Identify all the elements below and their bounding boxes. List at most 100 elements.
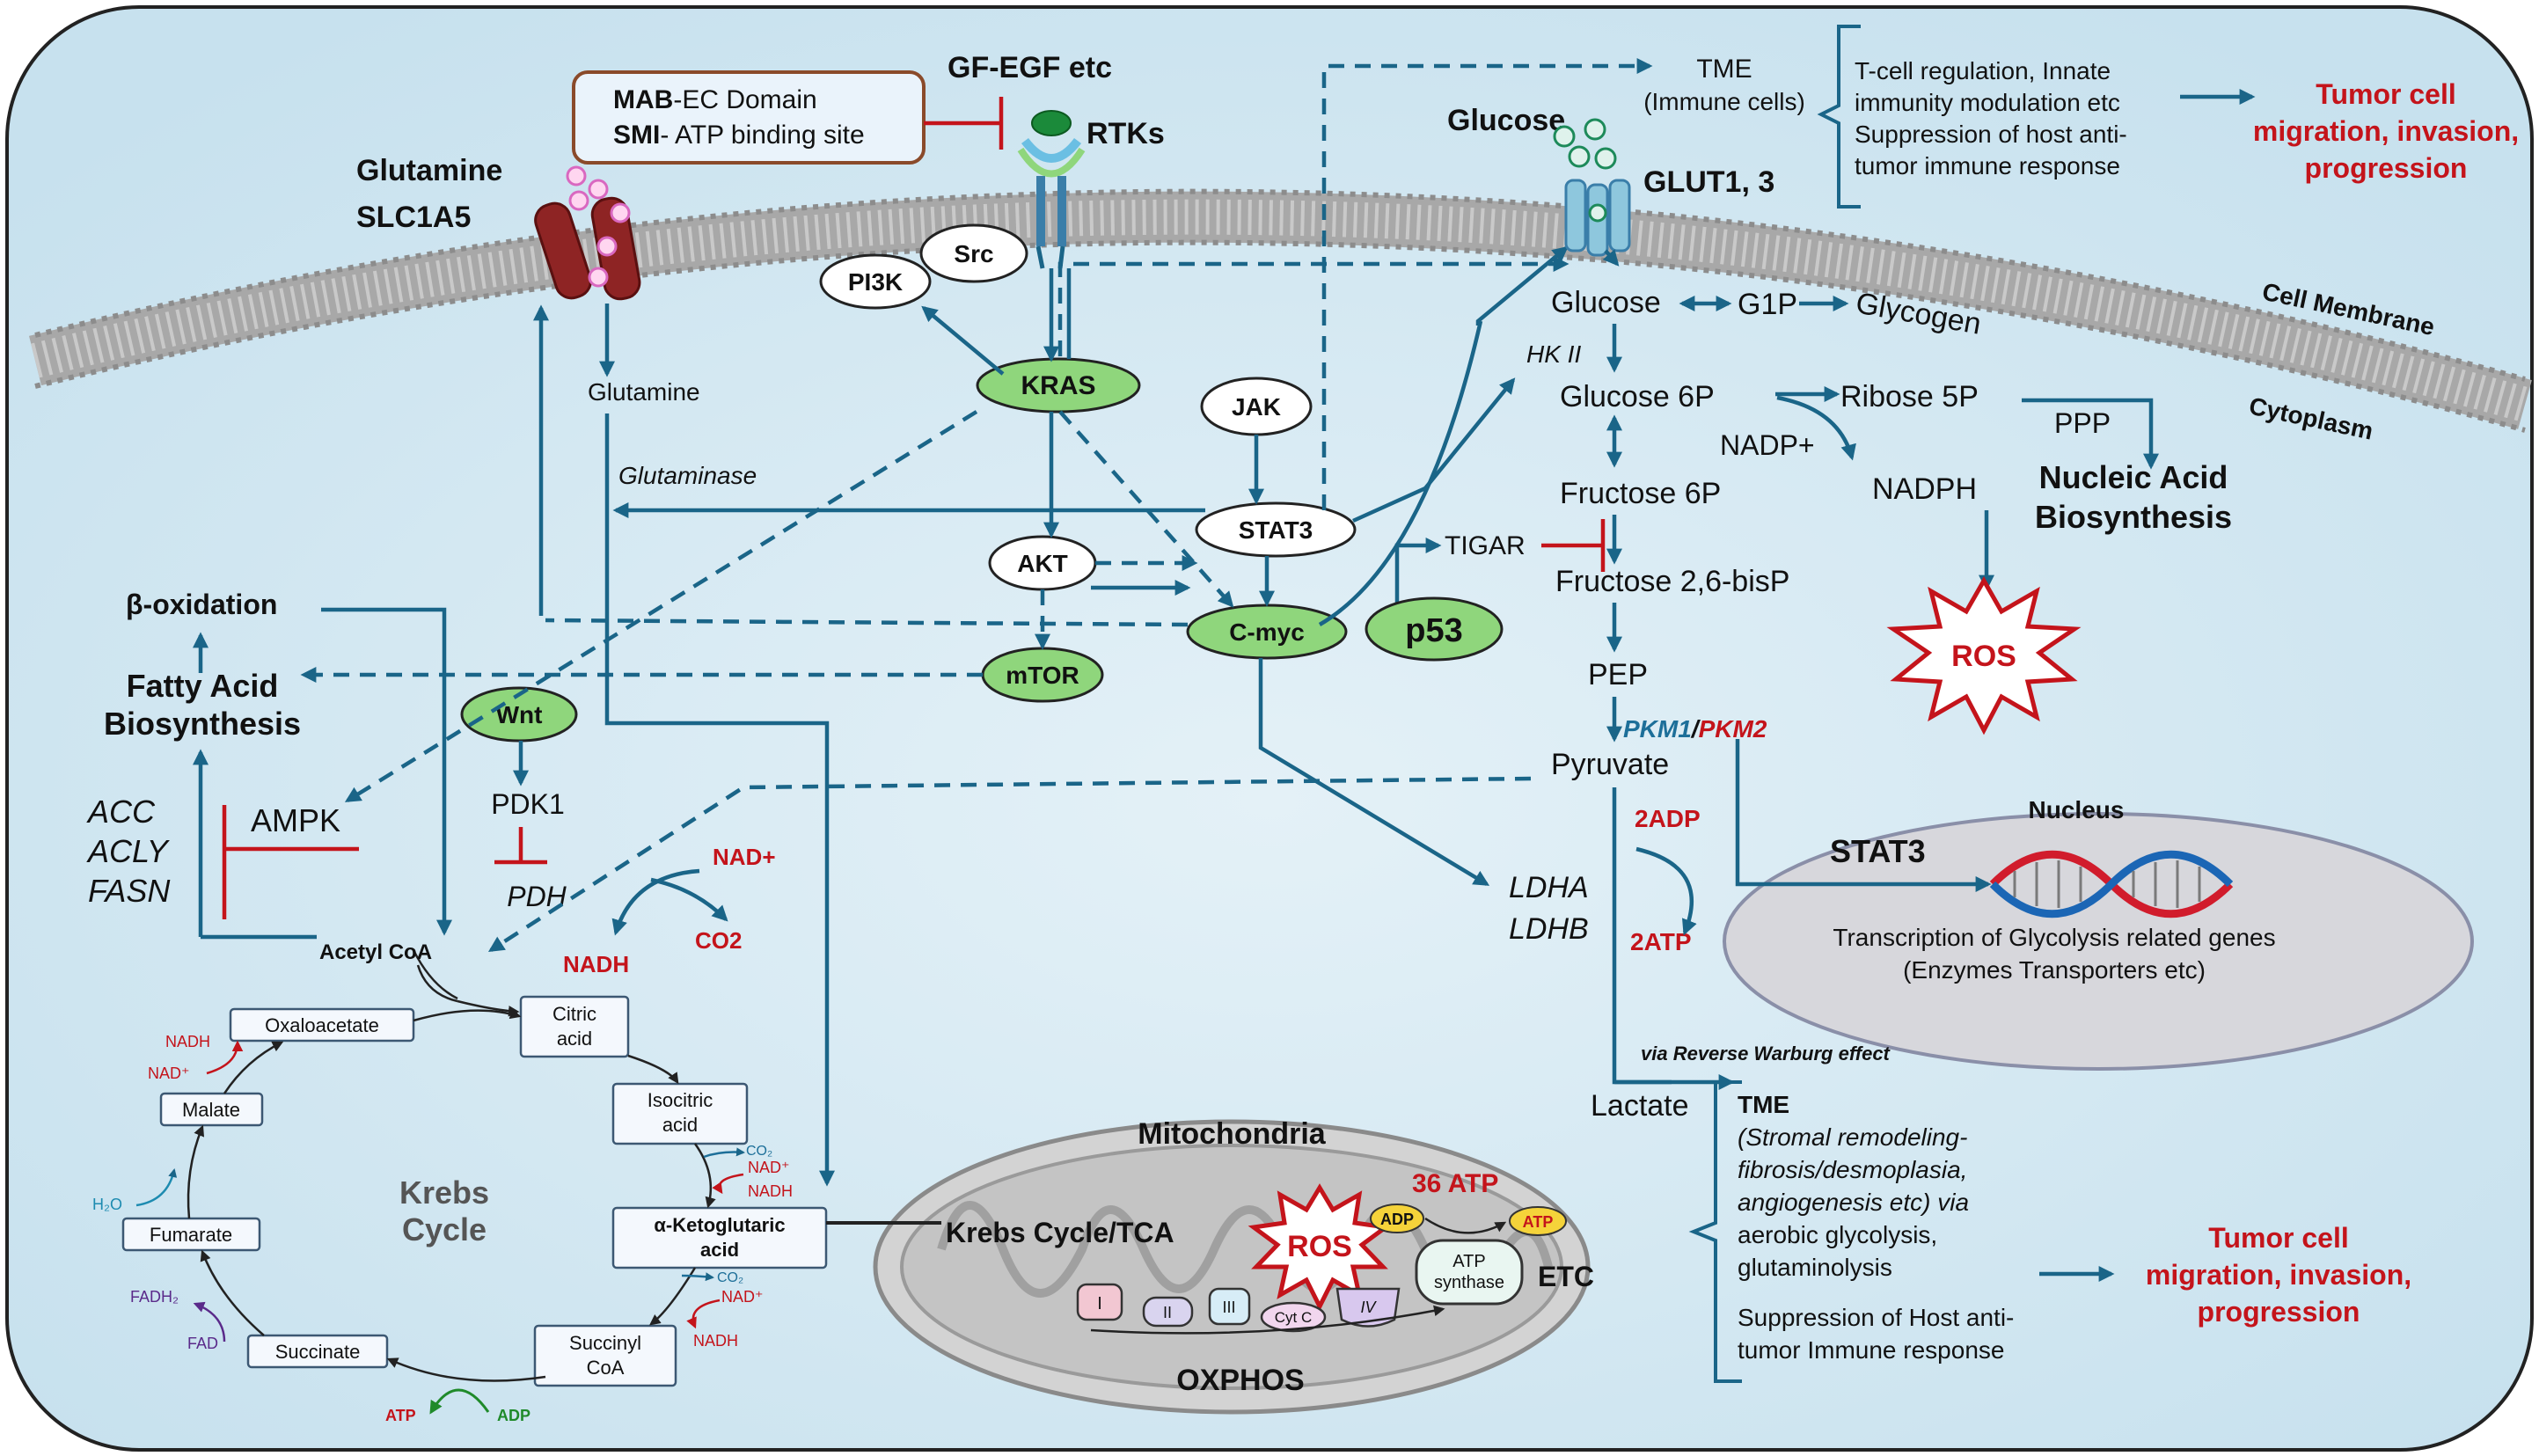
jak-label: JAK (1232, 393, 1281, 421)
krebs-adp: ADP (497, 1407, 530, 1424)
a-ketoglutaric-line-1: α-Ketoglutaric (654, 1214, 785, 1236)
nucleic-line-2: Biosynthesis (2035, 499, 2232, 535)
isocitric-line-2: acid (662, 1114, 698, 1136)
glucose-molecules (1553, 118, 1617, 170)
p53-label: p53 (1405, 612, 1462, 649)
krebs-label-2: Cycle (402, 1211, 487, 1247)
mtor-label: mTOR (1006, 662, 1079, 689)
malate-box (159, 1092, 264, 1127)
tme-bottom-line-7: tumor Immune response (1738, 1336, 2004, 1364)
adp2-label: 2ADP (1635, 805, 1701, 832)
smi-line: SMI- ATP binding site (613, 121, 865, 150)
rtks-label: RTKs (1087, 117, 1165, 150)
krebs-label-1: Krebs (399, 1174, 489, 1211)
succinyl-coa-box (533, 1324, 677, 1387)
glutamine-title: Glutamine (356, 154, 502, 187)
oxaloacetate-label: Oxaloacetate (265, 1014, 379, 1036)
src-label: Src (954, 240, 993, 267)
krebs-co2-1: CO₂ (746, 1144, 772, 1159)
complex-iii-label: III (1222, 1299, 1235, 1316)
glutaminase-label: Glutaminase (618, 462, 757, 489)
krebs-atp: ATP (385, 1407, 416, 1424)
fumarate-label: Fumarate (150, 1224, 232, 1246)
akt-label: AKT (1017, 550, 1068, 577)
acly-label: ACLY (86, 833, 171, 869)
kras-label: KRAS (1021, 371, 1095, 400)
acetyl-coa-label: Acetyl CoA (319, 940, 432, 964)
pkm-labels: PKM1/PKM2 (1623, 715, 1767, 743)
tumor-bottom-line-1: Tumor cell (2208, 1222, 2348, 1254)
atp-synthase (1415, 1239, 1524, 1306)
lactate-label: Lactate (1591, 1089, 1689, 1123)
tme-bottom-line-2: fibrosis/desmoplasia, (1738, 1156, 1967, 1183)
isocitric-line-1: Isocitric (648, 1089, 713, 1111)
nucleic-line-1: Nucleic Acid (2039, 459, 2228, 495)
tme-top-line-4: tumor immune response (1855, 152, 2120, 179)
glucose-top-label: Glucose (1447, 104, 1565, 137)
fumarate-box (121, 1217, 261, 1252)
ldhb-label: LDHB (1509, 912, 1589, 946)
ros-burst-top-icon (1886, 575, 2082, 735)
tme-top-line-2: immunity modulation etc (1855, 89, 2120, 116)
nucleus (1723, 812, 2474, 1071)
tme-top-brace (1817, 25, 1861, 209)
reverse-warburg-label: via Reverse Warburg effect (1641, 1043, 1891, 1065)
pep-label: PEP (1588, 658, 1648, 691)
mito-adp-badge (1370, 1204, 1424, 1233)
acc-label: ACC (86, 794, 156, 830)
mab-line: MAB-EC Domain (613, 85, 817, 114)
rtk-receptor-icon (1017, 110, 1086, 269)
succinyl-line-2: CoA (587, 1357, 625, 1379)
a-ketoglutaric-box (611, 1206, 828, 1269)
tme-top-label: TME (1696, 55, 1752, 84)
krebs-nad-2: NAD⁺ (748, 1159, 790, 1176)
hk2-label: HK II (1526, 340, 1581, 368)
cmyc-label: C-myc (1229, 618, 1305, 646)
beta-oxidation-label: β-oxidation (126, 589, 277, 620)
cytochrome-c-label: Cyt C (1275, 1309, 1313, 1326)
succinate-label: Succinate (275, 1341, 361, 1363)
pi3k-node (819, 253, 932, 310)
a-ketoglutaric-line-2: acid (700, 1239, 739, 1261)
glutamine-transporter-icon (534, 165, 641, 301)
p53-node (1365, 596, 1504, 662)
malate-label: Malate (182, 1099, 240, 1121)
krebs-nadh-1: NADH (165, 1033, 210, 1050)
etc-label: ETC (1538, 1261, 1594, 1292)
ampk-label: AMPK (251, 802, 340, 838)
pdk1-label: PDK1 (491, 788, 565, 820)
cytochrome-c (1260, 1301, 1327, 1333)
glut-label: GLUT1, 3 (1643, 165, 1774, 199)
mito-36atp-label: 36 ATP (1412, 1169, 1498, 1198)
ldha-label: LDHA (1509, 871, 1589, 904)
immune-cells-label: (Immune cells) (1643, 88, 1805, 115)
tumor-top-line-3: progression (2305, 152, 2468, 184)
tme-bottom-line-3: angiogenesis etc) via (1738, 1189, 1969, 1216)
fructose6p-label: Fructose 6P (1560, 477, 1721, 510)
tumor-top-line-1: Tumor cell (2316, 78, 2455, 110)
nadh-label: NADH (563, 951, 629, 977)
fatty-acid-line-2: Biosynthesis (104, 706, 301, 742)
nucleus-label: Nucleus (2029, 796, 2125, 823)
mito-ros-label: ROS (1287, 1230, 1352, 1263)
complex-iv-label: IV (1360, 1299, 1377, 1316)
oxphos-label: OXPHOS (1176, 1364, 1304, 1397)
tme-bottom-title: TME (1738, 1091, 1789, 1118)
oxaloacetate-box (229, 1007, 415, 1043)
src-node (919, 223, 1028, 283)
atp-synthase-line-1: ATP (1452, 1252, 1485, 1271)
mito-adp-label: ADP (1380, 1211, 1414, 1228)
tumor-bottom-line-3: progression (2198, 1296, 2360, 1328)
tme-bottom-line-1: (Stromal remodeling- (1738, 1123, 1967, 1151)
g1p-label: G1P (1738, 288, 1797, 321)
fatty-acid-line-1: Fatty Acid (127, 668, 279, 704)
krebs-fad: FAD (187, 1335, 218, 1352)
isocitric-acid-box (611, 1082, 749, 1145)
pyruvate-label: Pyruvate (1551, 748, 1669, 781)
tme-top-line-1: T-cell regulation, Innate (1855, 57, 2111, 84)
krebs-cycle: Oxaloacetate Citric acid Isocitric acid … (92, 949, 828, 1424)
slc1a5-label: SLC1A5 (356, 201, 471, 234)
stat3-node (1195, 501, 1357, 558)
krebs-co2-2: CO₂ (717, 1270, 743, 1285)
